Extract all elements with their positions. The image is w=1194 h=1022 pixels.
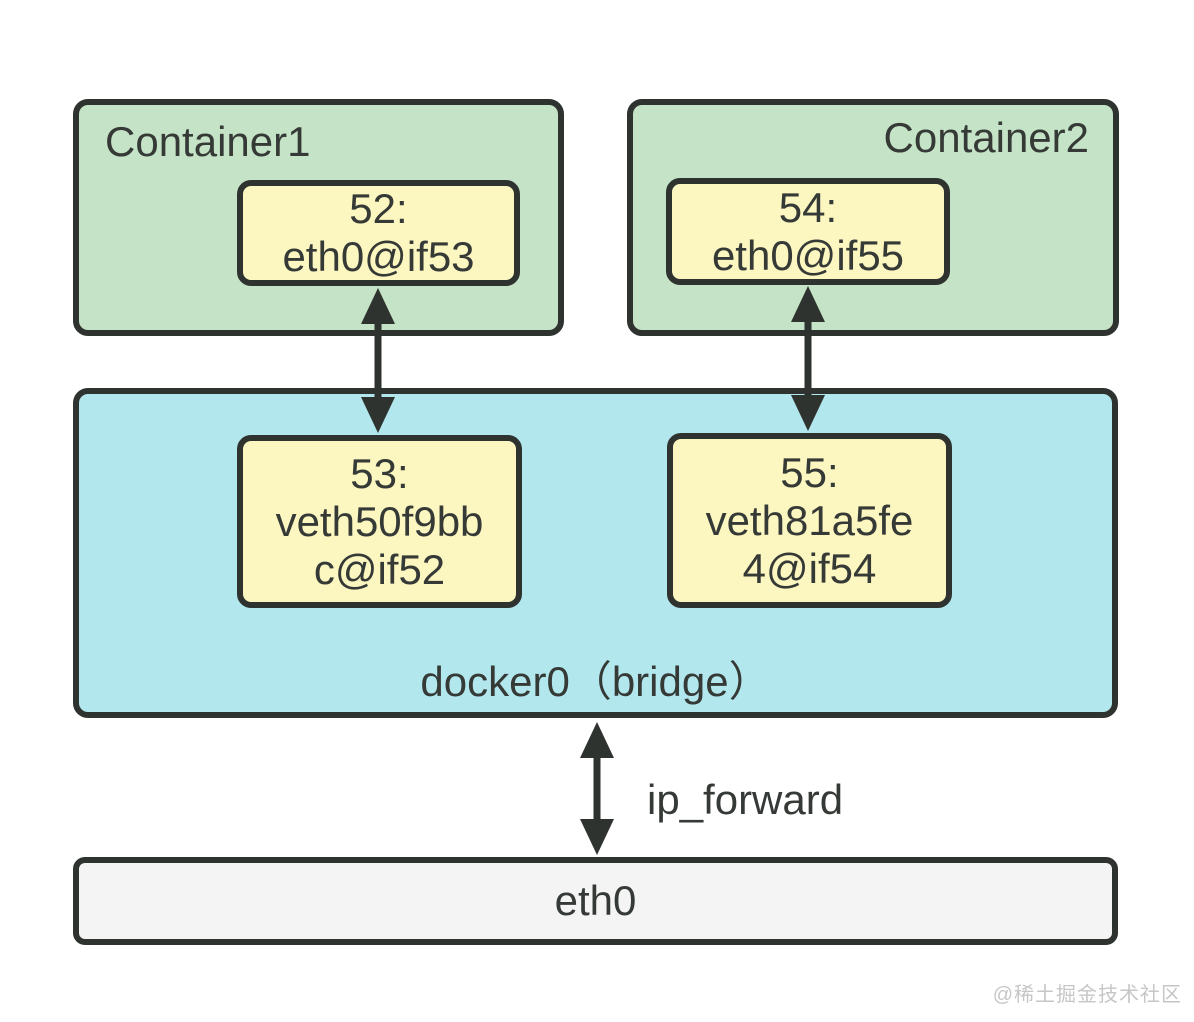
iface-name-line: eth0@if55 (711, 231, 905, 279)
iface-index-line: 52: (349, 185, 408, 232)
container2-label: Container2 (883, 114, 1089, 161)
container1-label: Container1 (105, 118, 311, 165)
iface-name-line: 4@if54 (742, 544, 877, 592)
eth0-host-box: eth0 (73, 857, 1118, 945)
docker0-bridge-label: docker0（bridge） (420, 658, 771, 705)
eth0-host-label: eth0 (554, 877, 637, 924)
iface-name-line: veth50f9bb (275, 497, 484, 545)
iface-index-line: 55: (780, 448, 839, 496)
iface-name-line: c@if52 (313, 545, 446, 593)
iface-name-line: eth0@if53 (282, 233, 475, 280)
veth55-node: 55: veth81a5fe 4@if54 (667, 433, 952, 608)
iface-index-line: 53: (350, 449, 409, 497)
ip-forward-arrow-icon (580, 722, 614, 855)
watermark: @稀土掘金技术社区 (992, 984, 1182, 1006)
iface-index-line: 54: (778, 183, 838, 231)
container1-eth0-node: 52: eth0@if53 (237, 180, 520, 286)
veth53-node: 53: veth50f9bb c@if52 (237, 435, 522, 608)
ip-forward-label: ip_forward (647, 776, 844, 823)
iface-name-line: veth81a5fe (705, 496, 914, 544)
container2-eth0-node: 54: eth0@if55 (666, 178, 950, 285)
